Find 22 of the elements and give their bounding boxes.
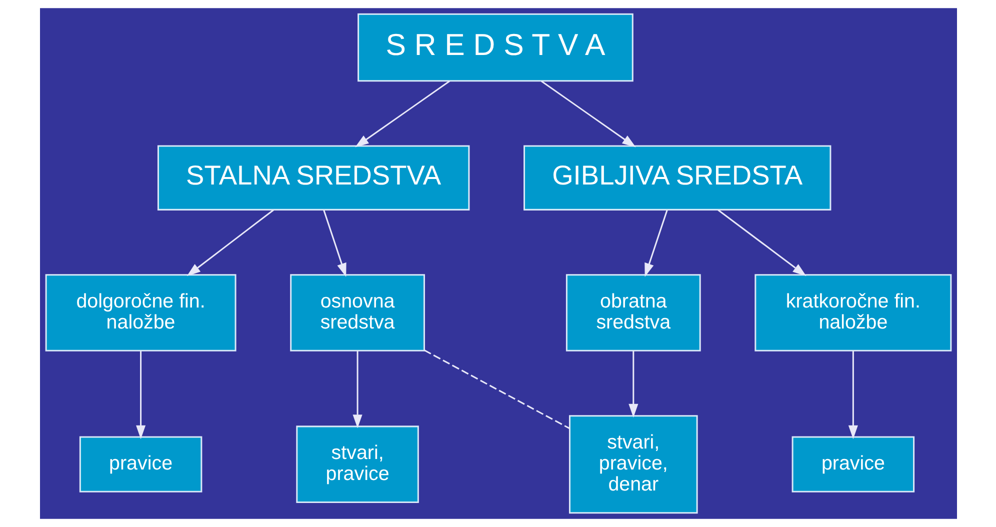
arrow: [352, 350, 362, 428]
arrow: [628, 350, 638, 418]
node-box: obratna sredstva: [565, 274, 700, 352]
node-box: dolgoročne fin. naložbe: [44, 274, 236, 352]
node-box: GIBLJIVA SREDSTA: [523, 145, 831, 210]
node-box: STALNA SREDSTVA: [156, 145, 470, 210]
connector: [423, 350, 570, 430]
arrow: [322, 210, 346, 277]
arrow: [848, 350, 858, 440]
node-box: pravice: [78, 436, 202, 492]
arrow: [644, 210, 668, 277]
arrow: [136, 350, 146, 440]
arrow: [354, 80, 450, 148]
node-box: stvari, pravice: [296, 426, 418, 503]
arrow: [717, 209, 806, 276]
node-box: kratkoročne fin. naložbe: [754, 274, 952, 352]
arrow: [186, 209, 274, 276]
node-box: stvari, pravice, denar: [568, 415, 698, 514]
node-box: S R E D S T V A: [357, 13, 633, 82]
node-box: osnovna sredstva: [290, 274, 424, 352]
arrow: [540, 80, 636, 148]
node-box: pravice: [791, 436, 914, 492]
